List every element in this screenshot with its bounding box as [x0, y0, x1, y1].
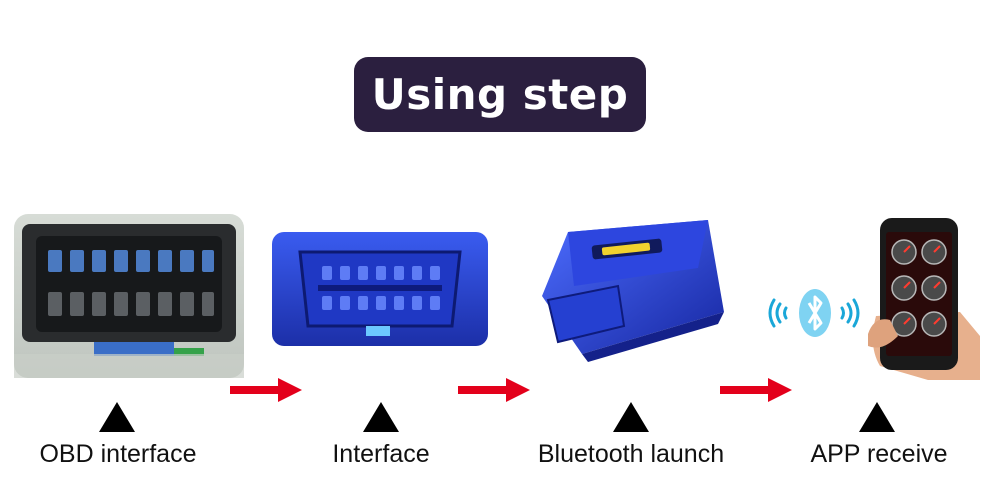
- step-label-interface: Interface: [332, 440, 430, 468]
- black-triangle-icon: [859, 402, 895, 432]
- adapter-front-image: [272, 232, 488, 346]
- page-title: Using step: [354, 57, 646, 132]
- black-triangle-icon: [99, 402, 135, 432]
- bluetooth-icon: [799, 289, 831, 337]
- bluetooth-adapter-image: [542, 220, 724, 362]
- red-right-arrow-icon: [458, 378, 530, 402]
- black-triangle-icon: [613, 402, 649, 432]
- black-triangle-icon: [363, 402, 399, 432]
- red-right-arrow-icon: [720, 378, 792, 402]
- obd-port-image: [14, 214, 244, 378]
- step-label-app-receive: APP receive: [810, 440, 948, 468]
- phone-app-image: [868, 218, 980, 380]
- bluetooth-signal-graphic: [768, 298, 860, 328]
- step-label-bluetooth-launch: Bluetooth launch: [537, 440, 725, 468]
- step-label-obd-interface: OBD interface: [39, 440, 197, 468]
- red-right-arrow-icon: [230, 378, 302, 402]
- page-title-text: Using step: [371, 70, 629, 119]
